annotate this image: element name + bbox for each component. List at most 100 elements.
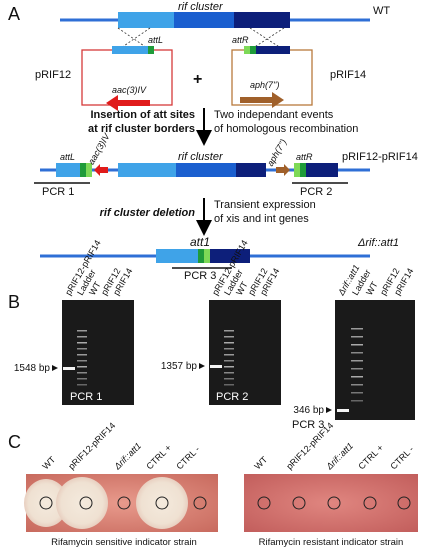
gel-pcr1: pRIF12-pRIF14 Ladder WT pRIF12 pRIF14 15…	[14, 238, 134, 405]
aph-gene-arrow	[240, 92, 284, 108]
plate2-agar	[244, 474, 418, 532]
gel3-image	[335, 300, 415, 420]
recombinant-left-homology	[56, 163, 80, 177]
plate1-label-1: WT	[40, 454, 57, 471]
recombinant-cluster-mid	[176, 163, 236, 177]
gel1-size-label: 1548 bp	[14, 363, 51, 374]
plate1-label-4: CTRL +	[144, 442, 173, 471]
plate1-well-5	[193, 496, 207, 510]
plate1-label-3: Δrif::att1	[112, 441, 144, 473]
gel1-image	[62, 300, 134, 405]
plate2-well-2	[292, 496, 306, 510]
plate1-well-4	[155, 496, 169, 510]
step2-left-label: rif cluster deletion	[100, 207, 196, 219]
plate2-label-1: WT	[252, 454, 269, 471]
att1-label: att1	[190, 235, 210, 249]
gel-pcr3: Δrif::att1 Ladder WT pRIF12 pRIF14 346 b…	[292, 263, 415, 431]
gel1-ladder	[77, 330, 87, 386]
recombinant-rif-cluster-label: rif cluster	[178, 151, 224, 163]
panel-c-letter: C	[8, 432, 21, 452]
deletion-left-segment	[156, 249, 198, 263]
panel-b: B pRIF12-pRIF14 Ladder WT pRIF12 pRIF14	[8, 238, 415, 431]
plate1-well-1	[39, 496, 53, 510]
plus-sign: +	[193, 71, 202, 88]
wt-label: WT	[373, 5, 390, 17]
recombinant-attl-site	[80, 163, 86, 177]
deletion-right-segment	[210, 249, 250, 263]
recombinant-aac-label: aac(3)IV	[86, 131, 112, 166]
gel2-size-marker	[199, 363, 205, 369]
plate1-caption: Rifamycin sensitive indicator strain	[51, 537, 197, 548]
gel2-image	[209, 300, 281, 405]
panel-c: C WT pRIF12-pRIF14 Δrif::att1 CTRL + CTR…	[8, 420, 418, 548]
recombinant-attr-light	[294, 163, 300, 177]
recombinant-strain-label: pRIF12-pRIF14	[342, 151, 418, 163]
plate1-well-3	[117, 496, 131, 510]
plate1-label-5: CTRL -	[174, 444, 201, 471]
prif14-attr-site	[250, 46, 256, 54]
gel3-ladder	[351, 328, 363, 402]
plate2-well-4	[363, 496, 377, 510]
gel2-band	[210, 365, 222, 368]
gel2-name: PCR 2	[216, 391, 248, 403]
gel2-size-label: 1357 bp	[161, 361, 198, 372]
recombinant-right-homology	[306, 163, 338, 177]
prif12-attl-site	[148, 46, 154, 54]
gel3-size-label: 346 bp	[293, 405, 324, 416]
recombinant-aph-label: aph(7'')	[265, 137, 288, 168]
pcr2-label: PCR 2	[300, 186, 332, 198]
gel1-band	[63, 367, 75, 370]
plate1-halo-ctrl-plus	[136, 477, 188, 529]
gel-pcr2: pRIF12-pRIF14 Ladder WT pRIF12 pRIF14 13…	[161, 238, 281, 405]
panel-a: A rif cluster WT attL aac(3)IV pRIF12 + …	[8, 1, 418, 282]
aph-gene-label: aph(7'')	[250, 80, 279, 90]
recombinant-cluster-light	[118, 163, 176, 177]
aac-gene-label: aac(3)IV	[112, 85, 147, 95]
panel-b-letter: B	[8, 292, 20, 312]
prif12-label: pRIF12	[35, 69, 71, 81]
recombinant-cluster-dark	[236, 163, 266, 177]
pcr3-label: PCR 3	[184, 270, 216, 282]
wt-cluster-mid-segment	[174, 12, 234, 28]
wt-rif-cluster-label: rif cluster	[178, 1, 224, 13]
step2-right-line1: Transient expression	[214, 199, 316, 211]
aac-gene-arrow	[106, 95, 150, 111]
plate1-halo-wt	[24, 479, 68, 527]
plate2-label-3: Δrif::att1	[324, 441, 356, 473]
step1-left-line1: Insertion of att sites	[90, 109, 195, 121]
step1-right-line2: of homologous recombination	[214, 123, 358, 135]
recombinant-aac-arrow	[94, 164, 108, 176]
wt-cluster-light-segment	[118, 12, 174, 28]
gel3-band	[337, 409, 349, 412]
plate2-well-3	[327, 496, 341, 510]
wt-cluster-dark-segment	[234, 12, 290, 28]
prif12-homology-segment	[112, 46, 148, 54]
plate2-well-5	[397, 496, 411, 510]
plate2-well-1	[257, 496, 271, 510]
plate2-label-5: CTRL -	[388, 444, 415, 471]
prif14-attr-label: attR	[232, 35, 249, 45]
step2-right-line2: of xis and int genes	[214, 213, 309, 225]
gel1-size-marker	[52, 365, 58, 371]
deletion-att1-light	[204, 249, 210, 263]
prif14-label: pRIF14	[330, 69, 366, 81]
deletion-strain-label: Δrif::att1	[357, 237, 399, 249]
prif12-plasmid	[81, 49, 173, 106]
recombinant-attr-site	[300, 163, 306, 177]
gel3-size-marker	[326, 407, 332, 413]
panel-a-letter: A	[8, 4, 20, 24]
prif12-attl-label: attL	[148, 35, 163, 45]
plate1-well-2	[79, 496, 93, 510]
gel1-name: PCR 1	[70, 391, 102, 403]
recombinant-aph-arrow	[276, 164, 290, 176]
recombinant-attl-light	[86, 163, 92, 177]
plate1-label-2: pRIF12-pRIF14	[66, 420, 117, 471]
step1-right-line1: Two independant events	[214, 109, 334, 121]
gel2-ladder	[224, 330, 234, 386]
step1-left-line2: at rif cluster borders	[88, 123, 195, 135]
plate1-halo-prif12-prif14	[56, 477, 108, 529]
pcr1-label: PCR 1	[42, 186, 74, 198]
plate2-caption: Rifamycin resistant indicator strain	[259, 537, 404, 548]
prif14-homology-segment	[256, 46, 290, 54]
